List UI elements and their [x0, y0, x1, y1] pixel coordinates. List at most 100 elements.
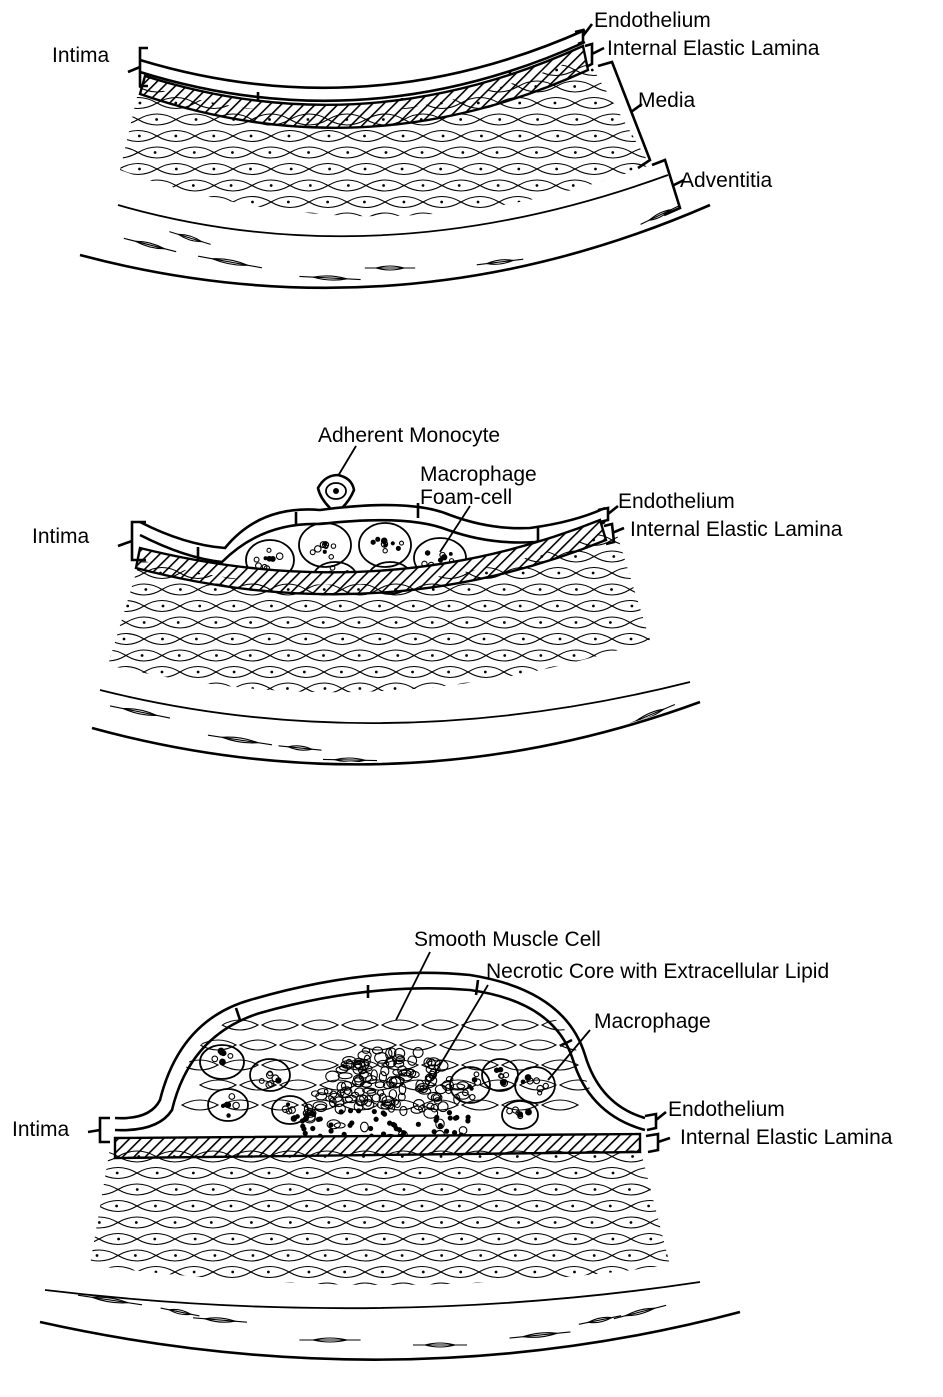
cell-nucleus: [97, 267, 100, 270]
cell-nucleus: [212, 168, 215, 171]
smooth-muscle-cell: [450, 683, 486, 694]
cell-nucleus: [504, 720, 507, 723]
lipid-droplet: [228, 1054, 233, 1059]
cell-nucleus: [116, 184, 119, 187]
cell-nucleus: [439, 1287, 442, 1290]
smooth-muscle-cell: [403, 1168, 441, 1179]
smooth-muscle-cell: [126, 683, 162, 694]
cell-nucleus: [174, 1254, 177, 1257]
cell-nucleus: [215, 654, 218, 657]
cell-nucleus: [517, 168, 520, 171]
smooth-muscle-cell: [90, 716, 126, 727]
smooth-muscle-cell: [575, 263, 613, 274]
cell-nucleus: [270, 1238, 273, 1241]
cell-nucleus: [142, 687, 145, 690]
cell-nucleus: [339, 605, 342, 608]
cell-nucleus: [135, 1221, 138, 1224]
cell-nucleus: [358, 687, 361, 690]
cell-nucleus: [270, 605, 273, 608]
smooth-muscle-cell: [214, 246, 252, 257]
cell-nucleus: [289, 69, 292, 72]
cell-nucleus: [459, 250, 462, 253]
cell-nucleus: [516, 1287, 519, 1290]
cell-nucleus: [682, 555, 685, 558]
cell-nucleus: [304, 605, 307, 608]
smooth-muscle-cell: [119, 164, 157, 175]
smooth-muscle-cell: [347, 131, 385, 142]
smooth-muscle-cell: [126, 584, 162, 595]
cell-nucleus: [403, 1188, 406, 1191]
cell-nucleus: [303, 704, 306, 707]
cell-nucleus: [289, 1221, 292, 1224]
cell-nucleus: [514, 1188, 517, 1191]
cell-nucleus: [88, 638, 91, 641]
cell-nucleus: [179, 588, 182, 591]
cell-nucleus: [395, 621, 398, 624]
label-internal-elastic-lamina: Internal Elastic Lamina: [630, 518, 843, 541]
cell-nucleus: [630, 638, 633, 641]
cell-nucleus: [422, 1271, 425, 1274]
cell-nucleus: [342, 539, 345, 542]
lipid-droplet: [400, 541, 404, 545]
cell-nucleus: [156, 217, 159, 220]
adventitia-layer: [110, 704, 675, 772]
cell-nucleus: [118, 85, 121, 88]
cell-nucleus: [116, 1172, 119, 1175]
cell-nucleus: [96, 1254, 99, 1257]
smooth-muscle-cell: [669, 1234, 707, 1245]
lipid-droplet: [331, 544, 335, 548]
smooth-muscle-cell: [422, 1020, 458, 1030]
smooth-muscle-cell: [575, 98, 613, 109]
cell-nucleus: [630, 168, 633, 171]
cell-nucleus: [401, 168, 404, 171]
lipid-droplet: [494, 1067, 500, 1073]
cell-nucleus: [178, 654, 181, 657]
cell-nucleus: [519, 704, 522, 707]
smooth-muscle-cell: [688, 1283, 726, 1294]
collagen-fiber: [614, 1305, 666, 1318]
cell-nucleus: [631, 69, 634, 72]
cell-nucleus: [535, 1205, 538, 1208]
smooth-muscle-cell: [594, 279, 632, 290]
cell-nucleus: [99, 234, 102, 237]
smooth-muscle-cell: [651, 197, 689, 208]
cholesterol-debris: [300, 1124, 305, 1129]
smooth-muscle-cell: [688, 1151, 726, 1162]
cell-nucleus: [402, 1221, 405, 1224]
cell-nucleus: [90, 737, 93, 740]
cell-nucleus: [268, 1172, 271, 1175]
cell-nucleus: [306, 1172, 309, 1175]
smooth-muscle-cell: [540, 634, 576, 645]
smooth-muscle-cell: [100, 180, 138, 191]
smooth-muscle-cell: [666, 584, 702, 595]
fibroblast: [522, 266, 557, 273]
smooth-muscle-cell: [234, 650, 270, 661]
smooth-muscle-cell: [100, 213, 138, 224]
cell-nucleus: [174, 1221, 177, 1224]
smooth-muscle-cell: [498, 1250, 536, 1261]
cell-nucleus: [340, 671, 343, 674]
cell-nucleus: [414, 638, 417, 641]
cell-nucleus: [134, 1254, 137, 1257]
smooth-muscle-cell: [504, 667, 540, 678]
smooth-muscle-cell: [216, 634, 252, 645]
cell-nucleus: [557, 572, 560, 575]
cell-nucleus: [213, 1155, 216, 1158]
cell-nucleus: [197, 671, 200, 674]
cell-nucleus: [124, 539, 127, 542]
smooth-muscle-cell: [328, 213, 366, 224]
cell-nucleus: [503, 687, 506, 690]
smooth-muscle-cell: [666, 650, 702, 661]
collagen-fiber: [421, 769, 479, 772]
label-endothelium: Endothelium: [668, 1098, 785, 1121]
smooth-muscle-cell: [194, 1250, 232, 1261]
extracellular-lipid: [378, 1090, 384, 1096]
smooth-muscle-cell: [81, 98, 119, 109]
label-macrophage: Macrophage: [420, 463, 537, 486]
cell-nucleus: [108, 654, 111, 657]
smooth-muscle-cell: [666, 617, 702, 628]
lipid-droplet: [503, 1073, 508, 1078]
smooth-muscle-cell: [556, 213, 594, 224]
smooth-muscle-cell: [669, 1267, 707, 1278]
smooth-muscle-cell: [670, 114, 708, 125]
